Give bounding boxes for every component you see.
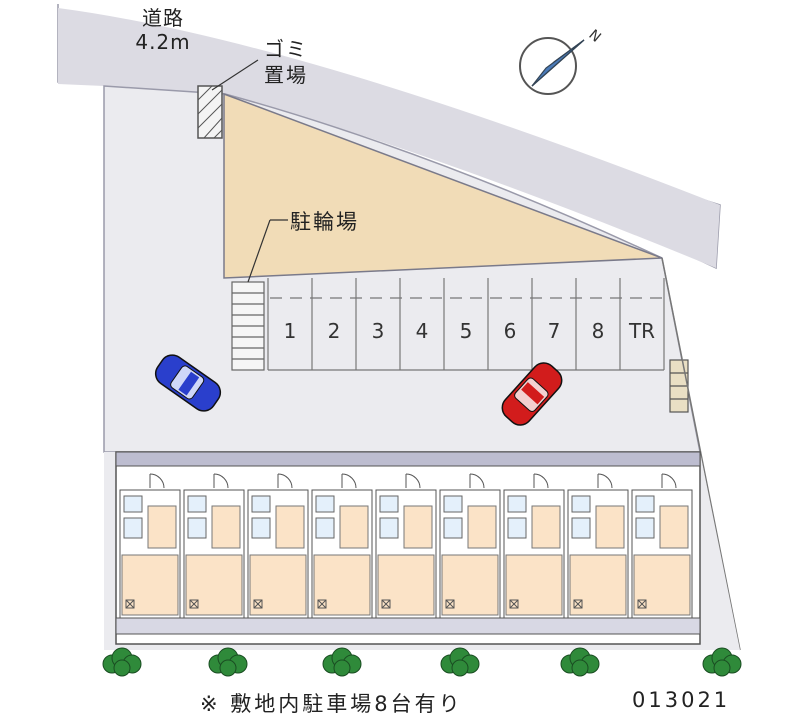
road-label-name: 道路 (142, 6, 184, 30)
apartment-unit (631, 473, 693, 619)
fence (669, 359, 689, 413)
parking-space-labels: 1 2 3 4 5 6 7 8 TR (284, 319, 656, 343)
bike-leader (247, 219, 271, 283)
garbage-label-line1: ゴミ (264, 37, 308, 61)
bicycle-parking-area (223, 92, 663, 279)
apartment-unit (503, 473, 565, 619)
parking-space-2: 2 (328, 319, 341, 343)
apartment-unit (183, 473, 245, 619)
parking-space-3: 3 (372, 319, 385, 343)
apartment-unit (439, 473, 501, 619)
road-label-width: 4.2m (135, 30, 191, 54)
tree-icon (702, 647, 742, 677)
parking-space-4: 4 (416, 319, 429, 343)
site-boundary (661, 257, 741, 651)
parking-space-tr: TR (628, 319, 655, 343)
road-label: 道路 4.2m (118, 6, 208, 54)
compass-north-label: N (585, 27, 603, 46)
trees (102, 647, 742, 677)
apartment-unit (311, 473, 373, 619)
garbage-leader (211, 59, 259, 91)
tree-icon (208, 647, 248, 677)
car-icon (501, 362, 563, 426)
road-body (58, 8, 720, 268)
steps (231, 281, 265, 371)
tree-icon (560, 647, 600, 677)
parking-space-8: 8 (592, 319, 605, 343)
parking-space-1: 1 (284, 319, 297, 343)
apartment-unit (119, 473, 181, 619)
parking-space-5: 5 (460, 319, 473, 343)
garbage-label-line2: 置場 (264, 63, 308, 87)
tree-icon (322, 647, 362, 677)
apartment-unit (247, 473, 309, 619)
tree-icon (440, 647, 480, 677)
apartment-unit (375, 473, 437, 619)
compass-icon: N (519, 27, 604, 95)
parking-space-lines (267, 278, 665, 371)
property-code: 013021 (632, 688, 731, 712)
parking-space-6: 6 (504, 319, 517, 343)
tree-icon (102, 647, 142, 677)
car-icon (154, 354, 222, 412)
garbage-label: ゴミ 置場 (264, 36, 308, 88)
parking-note: ※ 敷地内駐車場8台有り (200, 692, 463, 716)
apartment-rooms (119, 473, 693, 619)
bicycle-parking-label: 駐輪場 (290, 210, 359, 234)
parking-space-7: 7 (548, 319, 561, 343)
apartment-unit (567, 473, 629, 619)
